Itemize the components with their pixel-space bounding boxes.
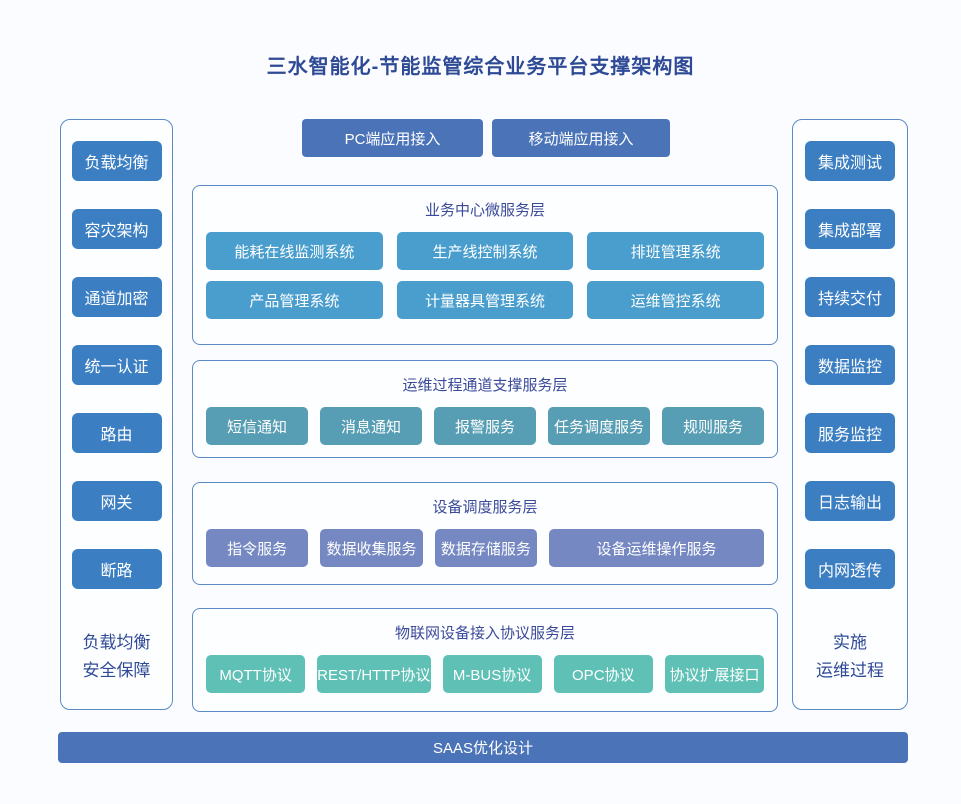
left-panel-item-channel-crypto: 通道加密 [71, 277, 162, 317]
layer-title: 运维过程通道支撑服务层 [402, 377, 568, 394]
layer-title: 物联网设备接入协议服务层 [394, 625, 575, 642]
left-panel-item-circuit-break: 断路 [71, 549, 162, 589]
layer-device-scheduling: 设备调度服务层 指令服务 数据收集服务 数据存储服务 设备运维操作服务 [192, 482, 778, 585]
layer-row: 指令服务 数据收集服务 数据存储服务 设备运维操作服务 [193, 517, 777, 567]
right-panel-item-integration-deploy: 集成部署 [805, 209, 895, 249]
layer-title: 设备调度服务层 [432, 499, 538, 516]
left-panel-item-gateway: 网关 [71, 481, 162, 521]
right-panel-caption-line2: 运维过程 [816, 661, 884, 680]
service-box-shift-management: 排班管理系统 [587, 232, 764, 270]
right-panel-item-continuous-delivery: 持续交付 [805, 277, 895, 317]
left-panel-item-disaster-arch: 容灾架构 [71, 209, 162, 249]
service-box-opc-protocol: OPC协议 [553, 655, 653, 693]
right-panel-item-intranet-tunnel: 内网透传 [805, 549, 895, 589]
service-box-sms-notify: 短信通知 [206, 407, 308, 445]
left-panel-caption-line1: 负载均衡 [82, 633, 151, 652]
layer-business-microservices: 业务中心微服务层 能耗在线监测系统 生产线控制系统 排班管理系统 产品管理系统 … [192, 185, 778, 345]
service-box-task-schedule: 任务调度服务 [548, 407, 650, 445]
layer-row: MQTT协议 REST/HTTP协议 M-BUS协议 OPC协议 协议扩展接口 [193, 643, 777, 693]
service-box-rule-service: 规则服务 [662, 407, 764, 445]
service-box-metering-devices: 计量器具管理系统 [396, 281, 574, 319]
service-box-alarm-service: 报警服务 [434, 407, 536, 445]
right-panel-item-service-monitor: 服务监控 [805, 413, 895, 453]
service-box-energy-monitoring: 能耗在线监测系统 [206, 232, 383, 270]
layer-ops-channel-support: 运维过程通道支撑服务层 短信通知 消息通知 报警服务 任务调度服务 规则服务 [192, 360, 778, 458]
left-panel-caption-line2: 安全保障 [82, 661, 151, 680]
pc-access-box: PC端应用接入 [302, 119, 483, 157]
right-panel-item-data-monitor: 数据监控 [805, 345, 895, 385]
layer-title: 业务中心微服务层 [424, 202, 545, 219]
layer-row: 短信通知 消息通知 报警服务 任务调度服务 规则服务 [193, 395, 777, 445]
service-box-protocol-extension: 协议扩展接口 [664, 655, 765, 693]
layer-grid: 能耗在线监测系统 生产线控制系统 排班管理系统 产品管理系统 计量器具管理系统 … [193, 220, 777, 319]
saas-optimization-bar: SAAS优化设计 [58, 732, 908, 763]
layer-iot-protocol-access: 物联网设备接入协议服务层 MQTT协议 REST/HTTP协议 M-BUS协议 … [192, 608, 778, 712]
service-box-data-collect: 数据收集服务 [320, 529, 423, 567]
left-panel-caption: 负载均衡 安全保障 [83, 629, 151, 685]
right-panel-caption-line1: 实施 [833, 633, 867, 652]
service-box-product-management: 产品管理系统 [206, 281, 383, 319]
service-box-mbus-protocol: M-BUS协议 [442, 655, 542, 693]
mobile-access-box: 移动端应用接入 [492, 119, 670, 157]
service-box-ops-control: 运维管控系统 [587, 281, 764, 319]
service-box-production-line: 生产线控制系统 [396, 232, 574, 270]
service-box-message-notify: 消息通知 [320, 407, 422, 445]
left-panel-item-load-balance: 负载均衡 [71, 141, 162, 181]
right-panel-item-integration-test: 集成测试 [805, 141, 895, 181]
right-panel-caption: 实施 运维过程 [816, 629, 884, 685]
service-box-mqtt-protocol: MQTT协议 [206, 655, 306, 693]
service-box-device-ops: 设备运维操作服务 [549, 529, 765, 567]
left-panel: 负载均衡 容灾架构 通道加密 统一认证 路由 网关 断路 负载均衡 安全保障 [60, 119, 173, 710]
right-panel: 集成测试 集成部署 持续交付 数据监控 服务监控 日志输出 内网透传 实施 运维… [792, 119, 908, 710]
service-box-rest-http-protocol: REST/HTTP协议 [317, 655, 431, 693]
service-box-data-storage: 数据存储服务 [434, 529, 538, 567]
right-panel-item-log-output: 日志输出 [805, 481, 895, 521]
left-panel-item-routing: 路由 [71, 413, 162, 453]
service-box-command-service: 指令服务 [206, 529, 309, 567]
page-title: 三水智能化-节能监管综合业务平台支撑架构图 [266, 56, 695, 78]
left-panel-item-unified-auth: 统一认证 [71, 345, 162, 385]
